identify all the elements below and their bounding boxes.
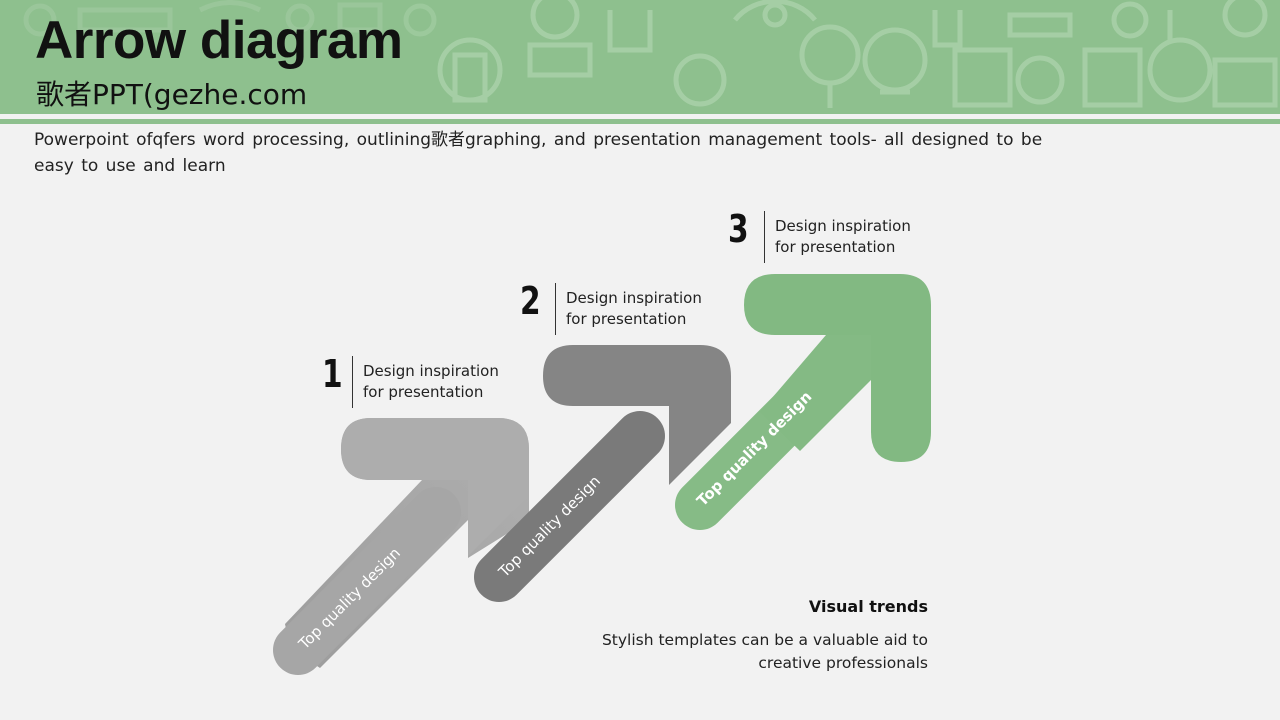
page-subtitle: 歌者PPT(gezhe.com: [36, 78, 308, 111]
step-2-number: 2: [520, 279, 541, 323]
step-1-number: 1: [322, 352, 343, 396]
header-band: [0, 0, 1280, 114]
header-divider-line: [0, 119, 1280, 124]
step-3-number: 3: [728, 207, 749, 251]
header-pattern-icons: [23, 0, 1278, 108]
visual-trends-text: Stylish templates can be a valuable aid …: [601, 631, 928, 672]
description-text: Powerpoint ofqfers word processing, outl…: [34, 130, 1043, 176]
step-3-label-line2: for presentation: [775, 238, 896, 256]
arrow-1: Top quality design: [273, 418, 529, 675]
step-2-label-line2: for presentation: [566, 310, 687, 328]
step-2-label-line1: Design inspiration: [566, 289, 702, 307]
arrow-2: Top quality design: [474, 345, 731, 602]
step-2-divider: [555, 283, 556, 335]
step-1-divider: [352, 356, 353, 408]
visual-trends-heading: Visual trends: [808, 597, 928, 616]
step-3-label: Design inspiration for presentation: [775, 216, 911, 258]
step-1-label-line2: for presentation: [363, 383, 484, 401]
step-3-label-line1: Design inspiration: [775, 217, 911, 235]
step-1-label: Design inspiration for presentation: [363, 361, 499, 403]
page-title: Arrow diagram: [35, 11, 403, 70]
step-2-label: Design inspiration for presentation: [566, 288, 702, 330]
step-1-label-line1: Design inspiration: [363, 362, 499, 380]
step-3-divider: [764, 211, 765, 263]
